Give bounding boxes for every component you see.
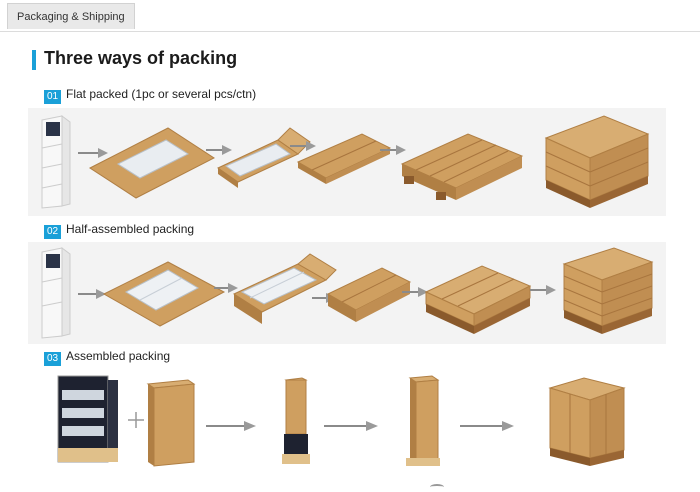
tab-packaging-shipping[interactable]: Packaging & Shipping [7,3,135,29]
display-stand-illustration [41,247,71,339]
connector-arrow-icon [78,148,108,158]
flat-sheet-illustration [89,127,215,199]
tab-bar: Packaging & Shipping [0,0,700,32]
assembled-display-illustration [57,375,118,463]
plus-icon [128,412,144,428]
section-number-02: 02 [44,225,61,239]
connector-arrow-icon [380,145,406,155]
packing-strip-assembled [28,370,666,480]
section-text-01: Flat packed (1pc or several pcs/ctn) [66,87,257,101]
closed-carton-illustration [326,267,412,322]
tall-carton-illustration [146,379,196,467]
connector-arrow-icon [402,287,428,297]
connector-arrow-icon [290,141,316,151]
display-stand-illustration [41,115,71,209]
section-label-03: 03 Assembled packing [44,348,171,366]
page-title: Three ways of packing [44,48,238,68]
title-accent-bar [32,50,36,70]
flat-sheet-with-shelves-illustration [102,261,226,327]
pallet-small-illustration [400,133,524,200]
connector-arrow-icon [78,289,106,299]
section-text-03: Assembled packing [66,349,171,363]
section-label-01: 01 Flat packed (1pc or several pcs/ctn) [44,86,257,104]
section-number-01: 01 [44,90,61,104]
section-text-02: Half-assembled packing [66,222,195,236]
open-box-illustration [217,127,311,188]
connector-arrow-icon [324,421,378,431]
pallet-load-illustration [548,377,626,466]
sealed-carton-illustration [406,375,440,466]
scroll-indicator [430,484,444,490]
carton-sleeve-over-display-illustration [282,377,310,464]
connector-arrow-icon [460,421,514,431]
pallet-stack-illustration [562,247,654,334]
section-label-02: 02 Half-assembled packing [44,221,195,239]
connector-arrow-icon [530,285,556,295]
packing-strip-half-assembled [28,242,666,344]
connector-arrow-icon [206,145,232,155]
section-number-03: 03 [44,352,61,366]
open-box-with-shelves-illustration [232,253,337,324]
pallet-small-illustration [424,265,532,334]
connector-arrow-icon [214,283,238,293]
packing-strip-flat [28,108,666,216]
pallet-stack-illustration [544,115,650,208]
closed-carton-illustration [296,133,392,184]
connector-arrow-icon [206,421,256,431]
